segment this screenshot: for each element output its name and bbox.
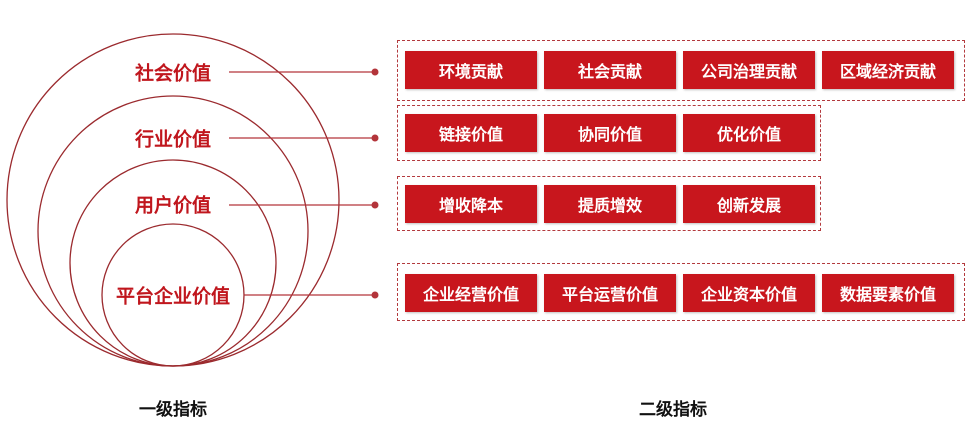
secondary-item: 社会贡献	[544, 51, 676, 89]
primary-label-social: 社会价值	[134, 62, 212, 85]
secondary-item: 企业资本价值	[683, 274, 815, 312]
secondary-group-user	[397, 176, 821, 231]
secondary-item: 协同价值	[544, 114, 676, 152]
secondary-item: 数据要素价值	[822, 274, 954, 312]
secondary-group-social	[397, 40, 965, 101]
secondary-item: 平台运营价值	[544, 274, 676, 312]
connector-dot-3	[371, 201, 379, 209]
secondary-group-platform	[397, 263, 965, 321]
secondary-item: 公司治理贡献	[683, 51, 815, 89]
primary-label-platform: 平台企业价值	[115, 285, 231, 308]
primary-label-industry: 行业价值	[134, 128, 212, 151]
connector-dot-2	[371, 134, 379, 142]
secondary-item: 链接价值	[405, 114, 537, 152]
footer-level1-label: 一级指标	[139, 400, 207, 420]
secondary-item: 增收降本	[405, 185, 537, 223]
secondary-item: 企业经营价值	[405, 274, 537, 312]
secondary-item: 区域经济贡献	[822, 51, 954, 89]
secondary-item: 创新发展	[683, 185, 815, 223]
connector-dot-1	[371, 68, 379, 76]
secondary-item: 环境贡献	[405, 51, 537, 89]
secondary-group-industry	[397, 105, 821, 161]
primary-label-user: 用户价值	[134, 194, 212, 217]
secondary-item: 优化价值	[683, 114, 815, 152]
footer-level2-label: 二级指标	[639, 400, 707, 420]
connector-dot-4	[371, 291, 379, 299]
secondary-item: 提质增效	[544, 185, 676, 223]
